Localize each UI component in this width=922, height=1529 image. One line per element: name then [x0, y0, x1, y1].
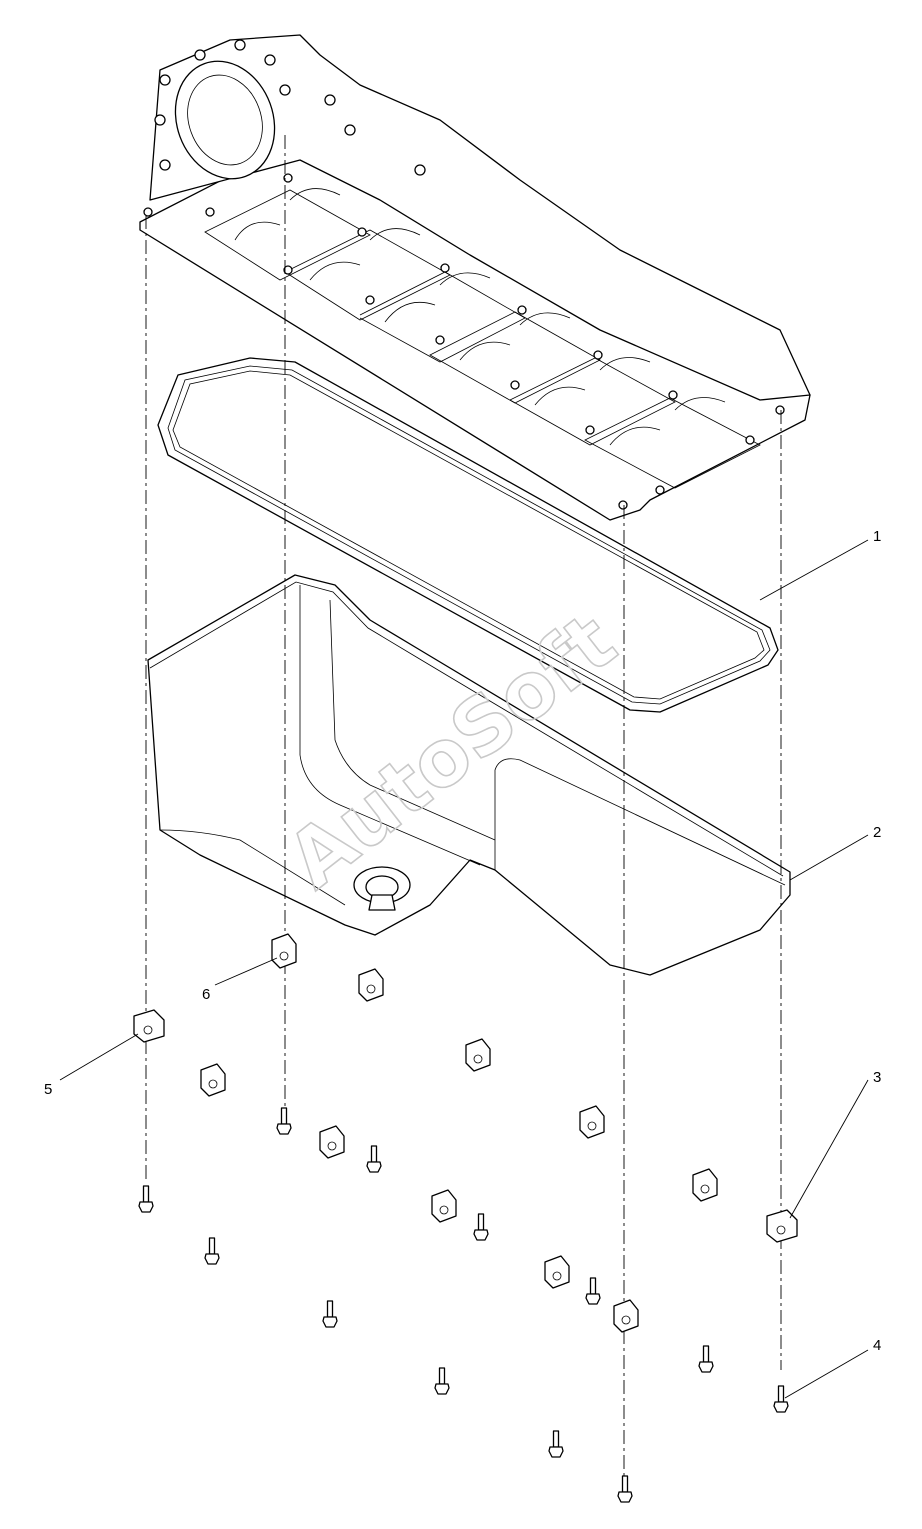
- callout-1: 1: [759, 528, 881, 601]
- bolt-right: [773, 1385, 789, 1413]
- spacer-upper: [271, 933, 297, 969]
- callout-label-3: 3: [873, 1069, 881, 1086]
- oil-pan: [147, 574, 791, 976]
- callouts: 1 2 3 4 5 6: [44, 528, 881, 1399]
- spacer-blocks: [133, 933, 798, 1333]
- callout-label-5: 5: [44, 1081, 52, 1098]
- callout-6: 6: [202, 957, 278, 1003]
- oil-pan-gasket: [157, 357, 779, 713]
- callout-2: 2: [789, 824, 881, 881]
- callout-label-6: 6: [202, 986, 210, 1003]
- engine-block: [139, 34, 811, 521]
- spacer-right: [766, 1209, 798, 1243]
- callout-4: 4: [784, 1337, 881, 1399]
- callout-label-2: 2: [873, 824, 881, 841]
- callout-label-4: 4: [873, 1337, 881, 1354]
- callout-3: 3: [789, 1069, 881, 1219]
- callout-5: 5: [44, 1033, 139, 1098]
- bolts: [138, 1107, 789, 1503]
- spacer-left: [133, 1009, 165, 1043]
- callout-label-1: 1: [873, 528, 881, 545]
